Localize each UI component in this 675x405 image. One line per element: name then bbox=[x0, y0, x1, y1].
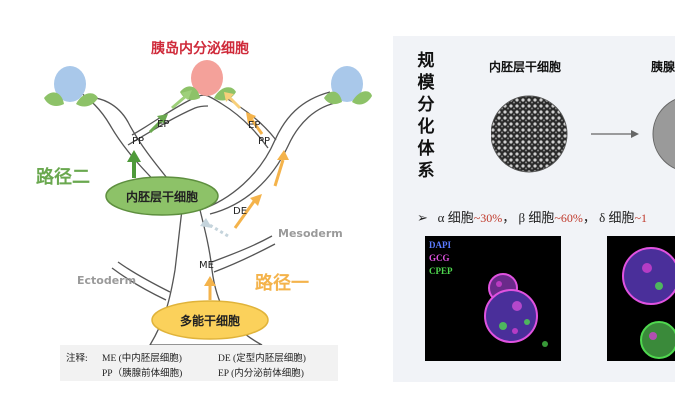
delta-cell-label: δ 细胞 bbox=[599, 210, 634, 225]
title-char: 化 bbox=[415, 116, 437, 138]
ectoderm-label: Ectoderm bbox=[77, 274, 136, 287]
title-char: 模 bbox=[415, 72, 437, 94]
title-char: 系 bbox=[415, 160, 437, 182]
separator: ， bbox=[502, 210, 515, 225]
fluorescence-image-2 bbox=[607, 236, 675, 361]
note-pp: PP（胰腺前体细胞) bbox=[102, 365, 182, 379]
alpha-percent: ~30% bbox=[474, 211, 503, 225]
fluorescence-image-1: DAPI GCG CPEP bbox=[425, 236, 561, 361]
mesoderm-label: Mesoderm bbox=[278, 227, 343, 240]
pluripotent-stem-cell-label: 多能干细胞 bbox=[160, 312, 260, 329]
pancreatic-cell-image bbox=[653, 96, 675, 172]
title-char: 分 bbox=[415, 94, 437, 116]
ep-right-label: EP bbox=[248, 120, 260, 131]
islet-cells-title: 胰岛内分泌细胞 bbox=[130, 38, 270, 58]
cell-ratio-line: ➢ α 细胞~30%， β 细胞~60%， δ 细胞~1 bbox=[417, 207, 647, 226]
note-ep: EP (内分泌前体细胞) bbox=[218, 365, 304, 379]
right-upper-branch bbox=[200, 92, 330, 210]
title-char: 规 bbox=[415, 50, 437, 72]
differentiation-diagram: 胰岛内分泌细胞 路径二 路径一 EP PP EP PP DE ME Mesode… bbox=[0, 0, 380, 405]
endoderm-stem-cell-label: 内胚层干细胞 bbox=[110, 188, 214, 205]
pp-right-label: PP bbox=[258, 136, 270, 147]
legend-cpep: CPEP bbox=[429, 266, 453, 276]
note-me: ME (中内胚层细胞) bbox=[102, 350, 182, 364]
scale-differentiation-panel: 规 模 分 化 体 系 内胚层干细胞 胰腺 ➢ α 细胞~30%， β 细胞~6… bbox=[393, 36, 675, 382]
vertical-title: 规 模 分 化 体 系 bbox=[415, 50, 437, 182]
path-one-label: 路径一 bbox=[255, 269, 309, 295]
beta-cell-label: β 细胞 bbox=[518, 210, 554, 225]
dotted-arrow bbox=[208, 224, 228, 236]
pp-left-label: PP bbox=[132, 136, 144, 147]
me-label: ME bbox=[199, 260, 214, 271]
delta-percent: ~1 bbox=[635, 211, 648, 225]
annotation-box: 注释: ME (中内胚层细胞) DE (定型内胚层细胞) PP（胰腺前体细胞) … bbox=[60, 345, 338, 381]
note-de: DE (定型内胚层细胞) bbox=[218, 350, 306, 364]
legend-dapi: DAPI bbox=[429, 240, 451, 250]
endoderm-column-header: 内胚层干细胞 bbox=[489, 58, 561, 75]
beta-percent: ~60% bbox=[554, 211, 583, 225]
bullet-icon: ➢ bbox=[417, 210, 428, 225]
fluorescence-organoid-2 bbox=[607, 236, 675, 361]
de-label: DE bbox=[233, 206, 247, 217]
legend-gcg: GCG bbox=[429, 253, 450, 263]
separator: ， bbox=[583, 210, 596, 225]
note-prefix: 注释: bbox=[66, 350, 88, 364]
microscopy-cells bbox=[491, 92, 675, 176]
alpha-cell-label: α 细胞 bbox=[438, 210, 474, 225]
mesoderm-branch bbox=[212, 236, 272, 262]
pancreas-column-header: 胰腺 bbox=[651, 58, 675, 75]
ep-left-label: EP bbox=[157, 119, 169, 130]
title-char: 体 bbox=[415, 138, 437, 160]
endoderm-cell-image bbox=[491, 96, 567, 172]
path-two-label: 路径二 bbox=[36, 163, 90, 189]
arrow-head bbox=[631, 130, 639, 138]
